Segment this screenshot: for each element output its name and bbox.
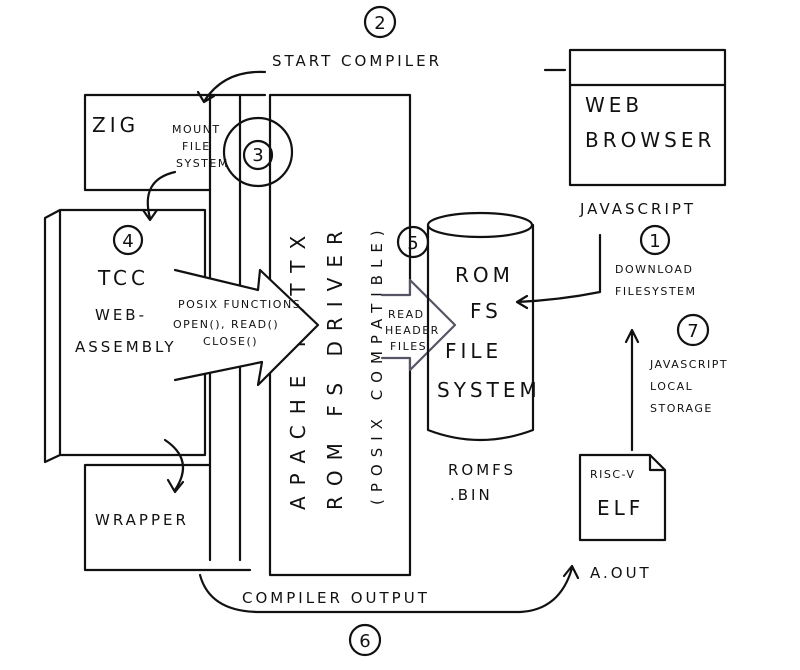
mount-line1: MOUNT <box>172 123 221 136</box>
zig-to-tcc-arrow <box>141 170 177 222</box>
nuttx-line2: ROM FS DRIVER <box>323 221 347 510</box>
nuttx-line3: (POSIX COMPATIBLE) <box>368 223 386 505</box>
romfs-line4: SYSTEM <box>437 378 541 402</box>
zig-box <box>83 93 267 192</box>
step-4-circle <box>112 224 144 256</box>
mount-line3: SYSTEM <box>176 157 229 170</box>
download-line1: DOWNLOAD <box>615 263 693 276</box>
read-header-arrow <box>380 278 457 372</box>
mount-line2: FILE <box>182 140 211 153</box>
step-7-label: 7 <box>687 321 698 342</box>
web-browser-box <box>568 48 727 187</box>
web-browser-line2: BROWSER <box>585 128 715 152</box>
read-header-line2: HEADER <box>385 324 440 337</box>
tcc-line2: WEB- <box>95 306 147 324</box>
start-compiler-label: START COMPILER <box>272 52 442 70</box>
riscv-line2: ELF <box>597 496 644 520</box>
riscv-elf-file <box>578 453 667 542</box>
javascript-label: JAVASCRIPT <box>579 200 696 218</box>
local-storage-line1: JAVASCRIPT <box>649 358 728 371</box>
zig-label: ZIG <box>92 113 139 137</box>
step-3-label: 3 <box>252 145 263 166</box>
tcc-line3: ASSEMBLY <box>75 338 177 356</box>
local-storage-line3: STORAGE <box>650 402 713 415</box>
posix-line2: OPEN(), READ() <box>173 318 279 331</box>
step-1-label: 1 <box>649 231 660 252</box>
local-storage-arrow <box>624 328 640 452</box>
web-browser-line1: WEB <box>585 93 643 117</box>
read-header-line3: FILES <box>390 340 427 353</box>
compiler-output-label: COMPILER OUTPUT <box>242 589 430 607</box>
step-1-circle <box>639 224 671 256</box>
tcc-line1: TCC <box>97 266 149 290</box>
wrapper-box <box>83 463 252 572</box>
step-2-label: 2 <box>374 13 385 34</box>
wrapper-label: WRAPPER <box>95 511 189 529</box>
step-6-label: 6 <box>359 631 370 652</box>
download-line2: FILESYSTEM <box>615 285 697 298</box>
romfs-cylinder-top <box>426 211 534 239</box>
romfs-line1: ROM <box>455 263 514 287</box>
download-arrow <box>515 233 602 310</box>
romfs-bin-line2: .BIN <box>450 486 493 504</box>
posix-line3: CLOSE() <box>203 335 258 348</box>
step-7-circle <box>676 313 710 347</box>
read-header-line1: READ <box>388 308 425 321</box>
step-3-circle <box>242 139 274 171</box>
tcc-box <box>43 208 207 464</box>
step-4-label: 4 <box>122 231 133 252</box>
local-storage-line2: LOCAL <box>650 380 693 393</box>
tcc-to-wrapper-arrow <box>163 438 185 494</box>
riscv-line1: RISC-V <box>590 468 635 481</box>
romfs-cylinder <box>426 223 535 442</box>
posix-functions-arrow <box>173 268 320 387</box>
romfs-line3: FILE <box>445 339 502 363</box>
step-5-label: 5 <box>407 233 418 254</box>
romfs-bin-line1: ROMFS <box>448 461 516 479</box>
nuttx-line1: APACHE NUTTX <box>286 225 310 510</box>
posix-line1: POSIX FUNCTIONS <box>178 298 301 311</box>
step-3-loop <box>222 116 294 188</box>
compiler-output-arrow <box>198 564 580 614</box>
step-6-circle <box>348 623 382 657</box>
step-2-circle <box>363 5 397 39</box>
a-out-label: A.OUT <box>590 564 652 582</box>
romfs-line2: FS <box>470 299 502 323</box>
